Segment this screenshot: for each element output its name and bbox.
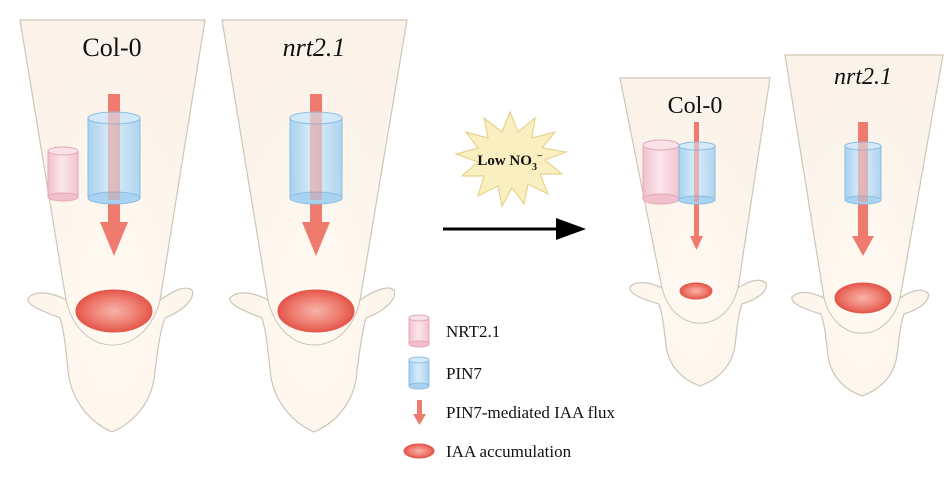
legend-label: PIN7-mediated IAA flux [446, 403, 616, 422]
iaa-accumulation [277, 289, 355, 333]
treatment-label: Low NO3− [477, 151, 543, 173]
pin7-cylinder [678, 141, 716, 205]
pin7-cylinder [289, 111, 343, 205]
nrt21-cylinder [47, 146, 79, 202]
pin7-cylinder [87, 111, 141, 205]
pin7-cylinder [844, 141, 882, 205]
legend-label: NRT2.1 [446, 322, 500, 341]
root-cap-line [823, 297, 901, 334]
panel-title: Col-0 [82, 33, 141, 62]
root-cap-line [661, 287, 739, 324]
panel-title: nrt2.1 [834, 64, 892, 90]
right-arrow-icon [443, 218, 586, 240]
legend-item-iaa: IAA accumulation [403, 442, 572, 461]
legend-label: PIN7 [446, 364, 482, 383]
legend-label: IAA accumulation [446, 442, 572, 461]
panel-col0-before: Col-0 [19, 19, 206, 433]
legend-item-flux: PIN7-mediated IAA flux [413, 400, 616, 425]
panel-nrt21-after: nrt2.1 [784, 54, 944, 397]
iaa-accumulation [75, 289, 153, 333]
panel-title: Col-0 [668, 93, 723, 119]
legend: NRT2.1 PIN7 PIN7-mediated IAA flux IAA a… [403, 314, 616, 461]
iaa-accumulation [679, 282, 713, 300]
treatment-indicator: Low NO3− [443, 110, 586, 240]
root-cap-line [267, 299, 361, 346]
legend-item-nrt21: NRT2.1 [408, 314, 500, 348]
legend-item-pin7: PIN7 [408, 356, 482, 390]
panel-col0-after: Col-0 [619, 77, 771, 387]
iaa-accumulation [834, 282, 892, 314]
starburst-icon [454, 110, 569, 208]
nrt21-cylinder [642, 139, 680, 205]
panel-title: nrt2.1 [283, 33, 346, 62]
root-cap-line [65, 299, 161, 346]
panel-nrt21-before: nrt2.1 [221, 19, 408, 433]
